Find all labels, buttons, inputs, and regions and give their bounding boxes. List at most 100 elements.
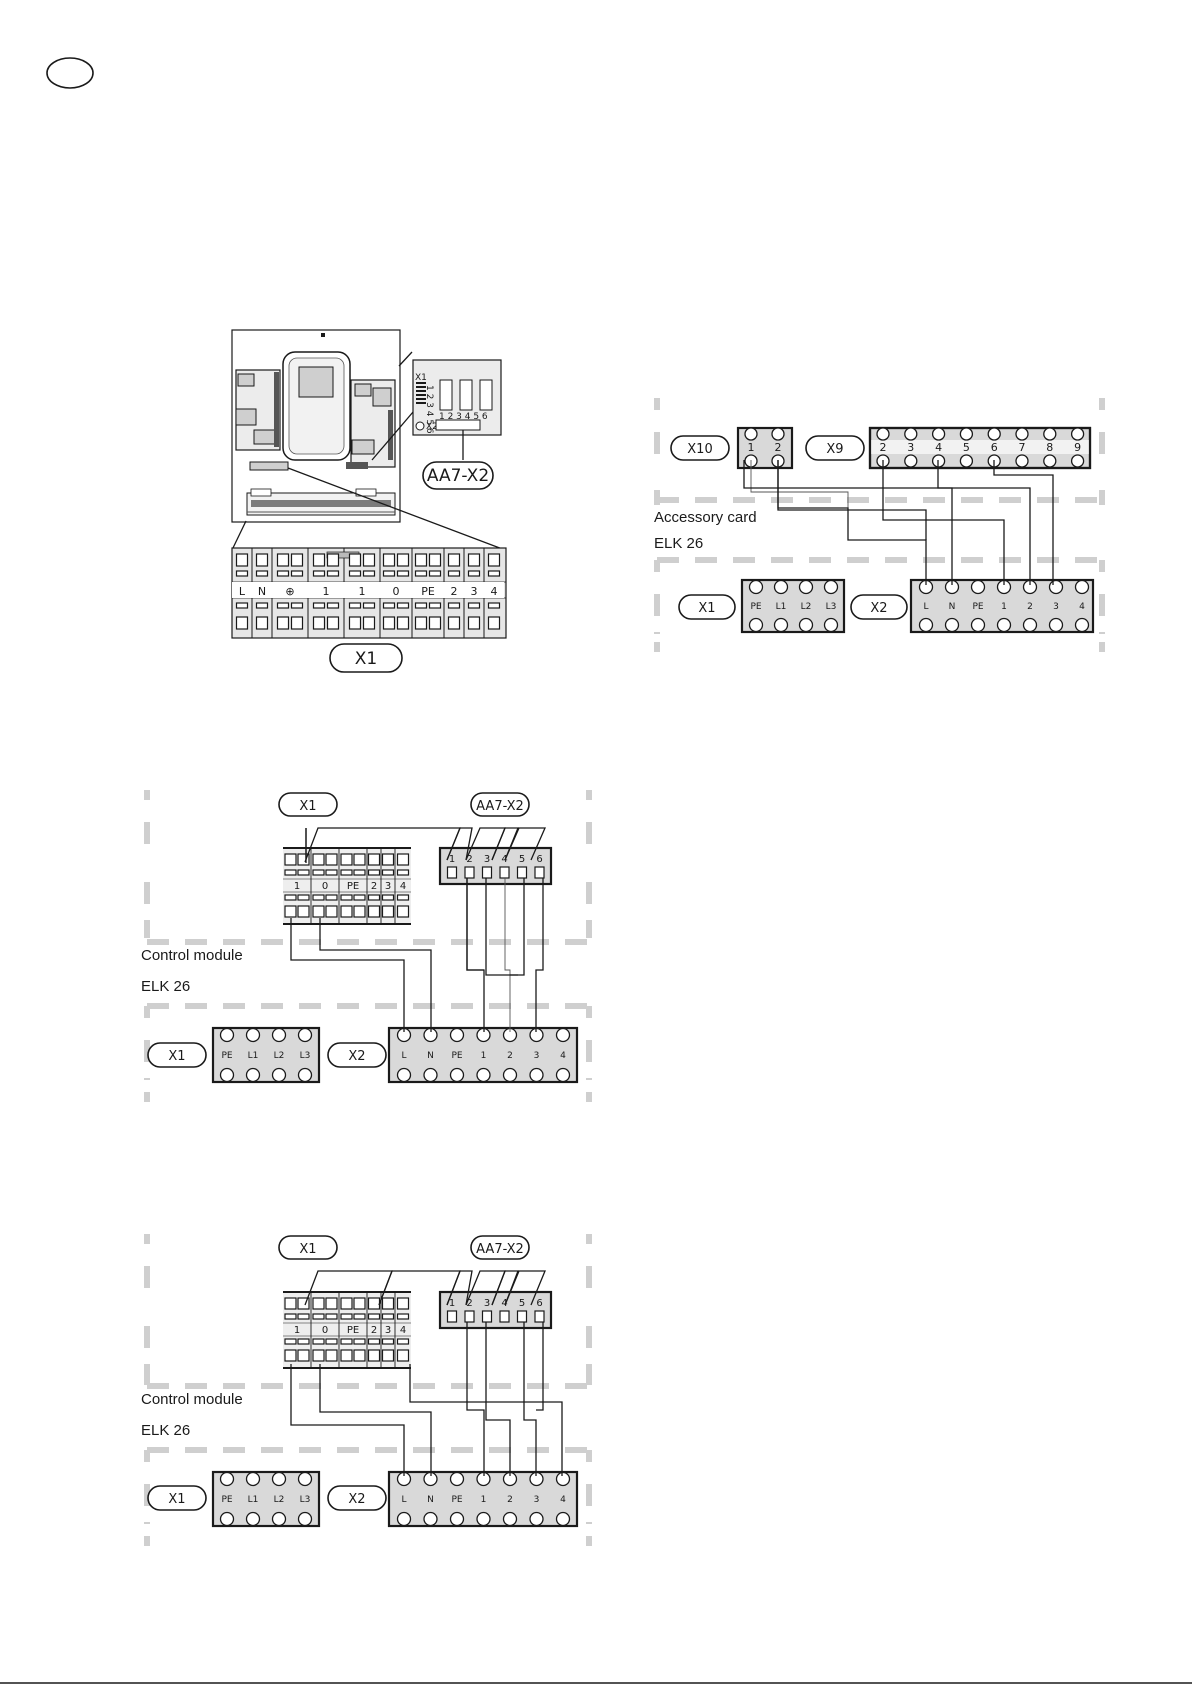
elk1-x2-bottom-1 <box>918 617 934 633</box>
cx1-slot-top <box>284 869 297 876</box>
x1ov-sq-bottom <box>447 616 461 630</box>
x9-top-5 <box>987 427 1001 441</box>
cx1-sq-bottom <box>396 1349 410 1362</box>
x1ov-sq-bottom <box>428 616 442 630</box>
x1ov-sq-top <box>396 553 410 567</box>
elk-x1-pill-3 <box>147 1485 207 1511</box>
x1ov-slot-top <box>326 570 340 577</box>
elk1-x1-bottom-4 <box>823 617 839 633</box>
x9-label: X9 <box>826 442 843 457</box>
elk3-x2-label-6: 3 <box>534 1495 540 1505</box>
x1ov-slot-bottom <box>396 602 410 609</box>
x10-label-2: 2 <box>775 441 782 454</box>
x1ov-slot-top <box>348 570 362 577</box>
x9-label-3: 4 <box>935 441 942 454</box>
elk3-x2-top-7 <box>555 1471 571 1487</box>
x1-pill-3 <box>278 1235 338 1260</box>
x1-label-2: X1 <box>299 799 316 814</box>
x1ov-slot-top <box>276 570 290 577</box>
elk-x2-label-3: X2 <box>348 1492 365 1507</box>
elk1-x1-label-2: L1 <box>776 602 787 612</box>
cx1-sq-top <box>325 1297 338 1310</box>
x1ov-slot-bottom <box>382 602 396 609</box>
x1ov-sq-bottom <box>396 616 410 630</box>
elk2-x1-label-2: L1 <box>248 1051 259 1061</box>
cx1-label-2: 0 <box>322 1325 328 1336</box>
x1ov-sq-top <box>447 553 461 567</box>
cx1-sq-bottom <box>340 905 353 918</box>
x1ov-slot-bottom <box>312 602 326 609</box>
elk1-x1-bottom-2 <box>773 617 789 633</box>
elk2-x2-label-2: N <box>427 1051 434 1061</box>
x1ov-sq-top <box>382 553 396 567</box>
elk2-x2-label-6: 3 <box>534 1051 540 1061</box>
elk26-label-2: ELK 26 <box>141 978 190 995</box>
cx1-sq-top <box>353 1297 366 1310</box>
aa7-label-6: 6 <box>536 1298 542 1309</box>
elk2-x1-label-1: PE <box>221 1051 232 1061</box>
cx1-sq-top <box>325 853 338 866</box>
cx1-slot-bottom <box>325 894 338 901</box>
cx1-sq-bottom <box>312 905 325 918</box>
cx1-slot-top <box>284 1313 297 1320</box>
accessory-card-label: Accessory card <box>654 509 757 526</box>
x1ov-sq-bottom <box>467 616 481 630</box>
cx1-slot-bottom <box>297 1338 310 1345</box>
x1ov-slot-top <box>235 570 249 577</box>
aa7x2-pill-2 <box>470 792 530 817</box>
cx1-sq-bottom <box>367 1349 381 1362</box>
aa7x2-label-2: AA7-X2 <box>476 799 524 814</box>
x1ov-sq-bottom <box>276 616 290 630</box>
elk2-x2-bottom-2 <box>423 1067 438 1083</box>
elk2-x2-bottom-1 <box>396 1067 412 1083</box>
cx1-sq-bottom <box>325 1349 338 1362</box>
elk3-x2-bottom-3 <box>449 1511 465 1527</box>
x1ov-sq-top <box>235 553 249 567</box>
x1ov-sq-bottom <box>414 616 428 630</box>
x1ov-sq-top <box>290 553 304 567</box>
cx1-slot-bottom <box>381 1338 395 1345</box>
x1ov-slot-top <box>447 570 461 577</box>
x1-label-pill-overview <box>329 643 403 673</box>
x1ov-sq-bottom <box>326 616 340 630</box>
aa7-label-1: 1 <box>449 854 455 865</box>
board-aa7-numbers: 1 2 3 4 5 6 <box>439 412 488 422</box>
aa7-label-5: 5 <box>519 1298 525 1309</box>
elk2-x1-bottom-3 <box>271 1067 287 1083</box>
x1ov-slot-bottom <box>276 602 290 609</box>
cx1-sq-top <box>381 1297 395 1310</box>
x1ov-sq-top <box>467 553 481 567</box>
aa7-label-3: 3 <box>484 854 490 865</box>
cx1-sq-bottom <box>396 905 410 918</box>
cx1-slot-top <box>367 1313 381 1320</box>
elk1-x2-bottom-7 <box>1074 617 1090 633</box>
board-x2-label: X2 <box>426 422 438 432</box>
elk3-x1-top-1 <box>219 1471 235 1487</box>
x1ov-sq-top <box>414 553 428 567</box>
x1ov-slot-bottom <box>235 602 249 609</box>
cx1-sq-top <box>396 1297 410 1310</box>
cx1-sq-bottom <box>325 905 338 918</box>
elk2-x2-top-7 <box>555 1027 571 1043</box>
elk-x1-pill-2 <box>147 1042 207 1068</box>
cx1-sq-bottom <box>284 905 297 918</box>
x1ov-label-1: L <box>239 585 246 598</box>
x1ov-sq-top <box>428 553 442 567</box>
elk2-x1-top-2 <box>245 1027 261 1043</box>
aa7-label-3: 3 <box>484 1298 490 1309</box>
elk1-x2-label-7: 4 <box>1079 602 1085 612</box>
cx1-label-1: 1 <box>294 1325 300 1336</box>
x1ov-slot-top <box>362 570 376 577</box>
x9-label-1: 2 <box>880 441 887 454</box>
x1ov-slot-bottom <box>414 602 428 609</box>
elk-x2-pill-3 <box>327 1485 387 1511</box>
cx1-sq-top <box>312 1297 325 1310</box>
cx1-slot-bottom <box>367 894 381 901</box>
cx1-slot-bottom <box>340 1338 353 1345</box>
cx1-label-6: 4 <box>400 881 406 892</box>
elk3-x1-label-4: L3 <box>300 1495 311 1505</box>
cx1-slot-bottom <box>312 894 325 901</box>
x1ov-slot-top <box>382 570 396 577</box>
